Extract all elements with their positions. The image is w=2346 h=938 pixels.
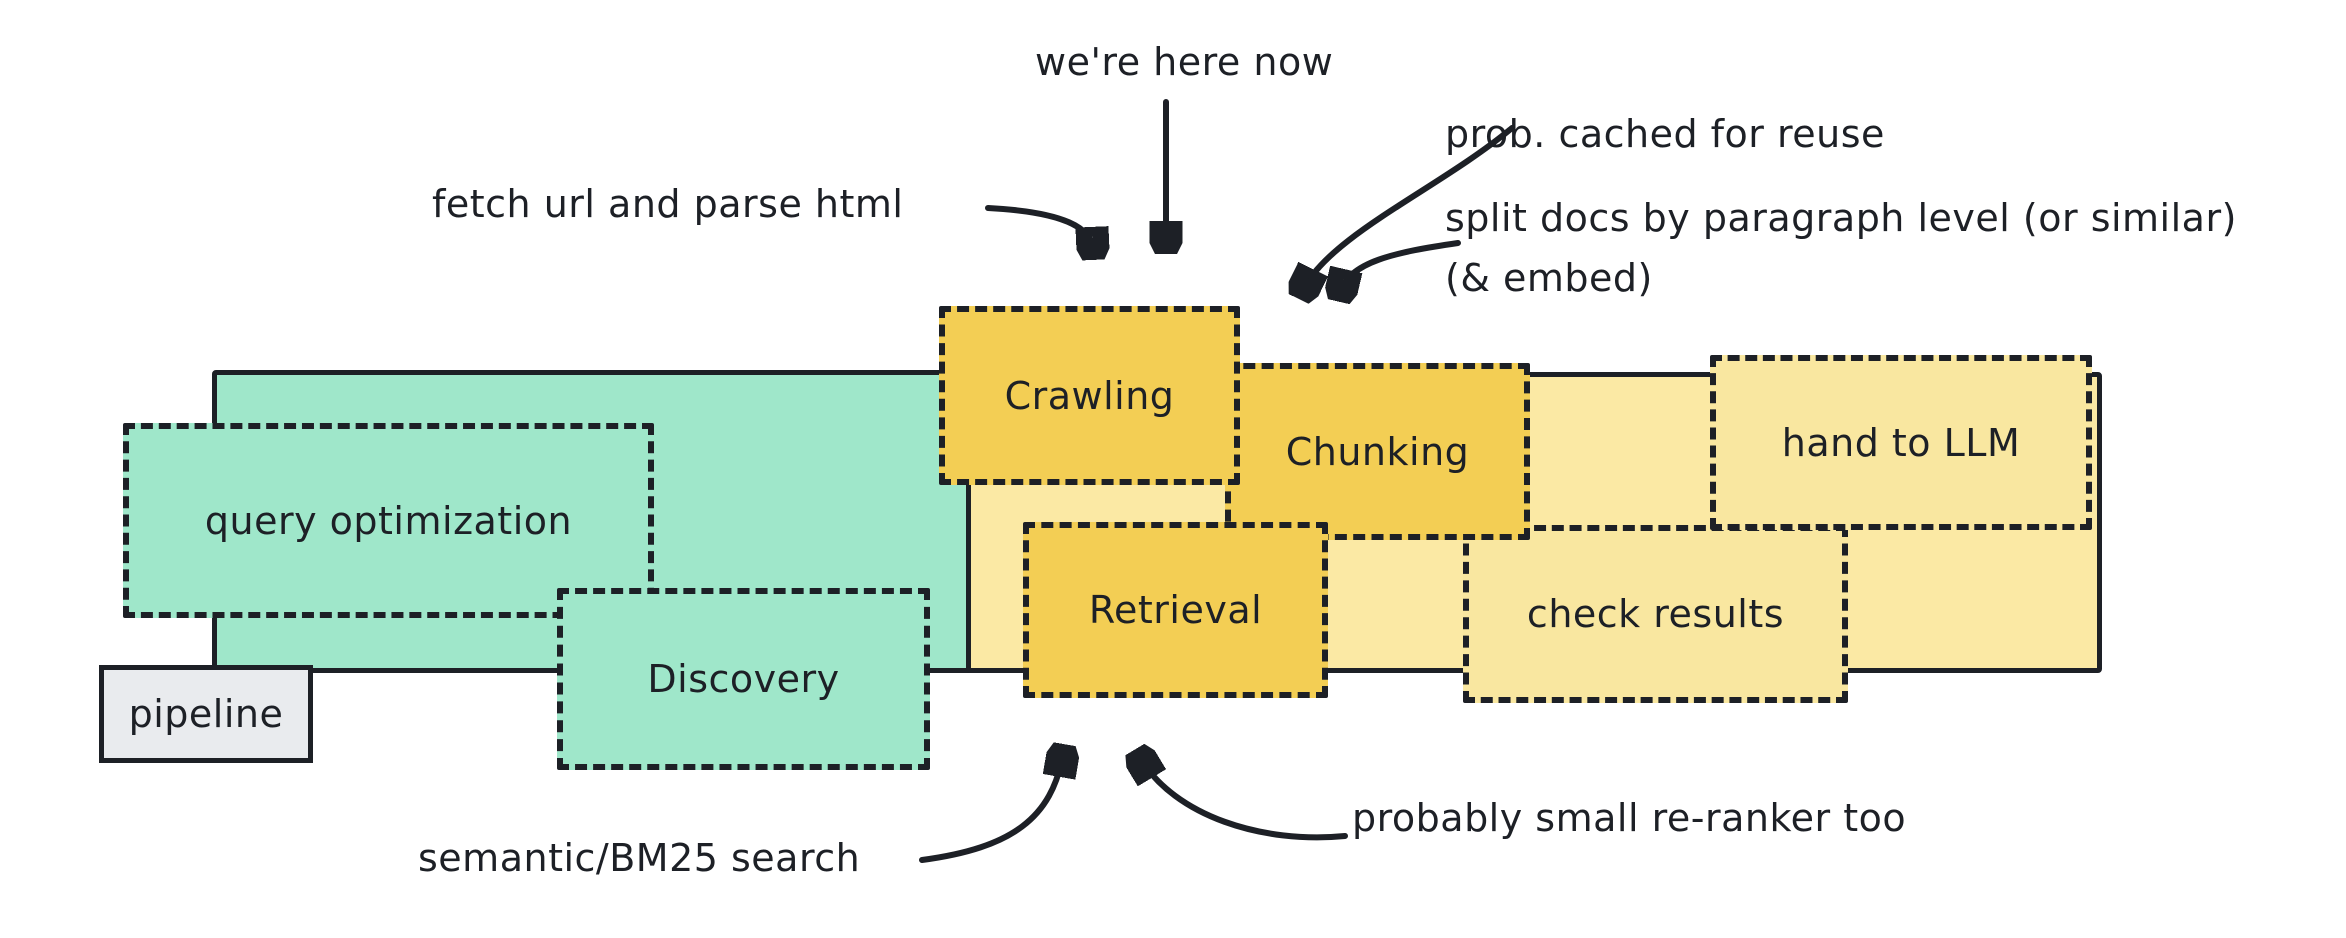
annotation-fetch-url[interactable]: fetch url and parse html [432, 182, 904, 226]
box-check-results-label: check results [1526, 592, 1785, 636]
box-chunking-label: Chunking [1285, 429, 1470, 474]
box-crawling[interactable]: Crawling [939, 306, 1240, 485]
arrow-fetch-url-to-crawling[interactable] [985, 205, 1093, 250]
box-pipeline-label-text: pipeline [128, 692, 284, 736]
box-query-optimization[interactable]: query optimization [123, 423, 654, 618]
arrow-semantic-search-to-retrieval[interactable] [919, 754, 1063, 863]
annotation-reranker[interactable]: probably small re-ranker too [1352, 796, 1907, 840]
arrow-reranker-to-retrieval[interactable] [1140, 758, 1348, 841]
box-query-optimization-label: query optimization [204, 498, 573, 543]
box-crawling-label: Crawling [1004, 373, 1175, 418]
annotation-prob-cached[interactable]: prob. cached for reuse [1445, 112, 1885, 156]
annotation-split-docs[interactable]: split docs by paragraph level (or simila… [1445, 196, 2237, 240]
box-hand-to-llm-label: hand to LLM [1781, 420, 2021, 465]
box-retrieval[interactable]: Retrieval [1023, 522, 1328, 698]
arrow-split-docs-to-chunking[interactable] [1341, 240, 1461, 292]
box-discovery-label: Discovery [647, 657, 840, 701]
annotation-we-are-here[interactable]: we're here now [1035, 40, 1334, 84]
box-retrieval-label: Retrieval [1088, 588, 1263, 632]
box-hand-to-llm[interactable]: hand to LLM [1710, 355, 2092, 530]
annotation-semantic-search[interactable]: semantic/BM25 search [418, 836, 861, 880]
box-check-results[interactable]: check results [1463, 525, 1848, 703]
box-discovery[interactable]: Discovery [557, 588, 930, 770]
box-pipeline-label[interactable]: pipeline [99, 665, 313, 763]
annotation-and-embed[interactable]: (& embed) [1445, 256, 1653, 300]
box-chunking[interactable]: Chunking [1225, 363, 1530, 540]
